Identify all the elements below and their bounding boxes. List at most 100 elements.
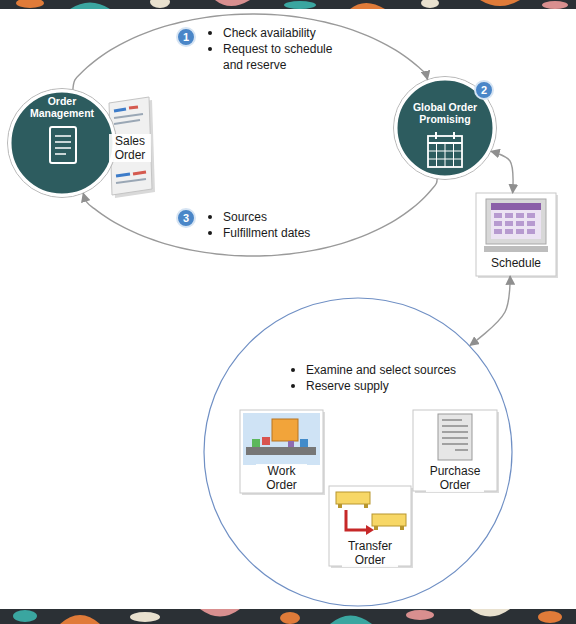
node-label: Schedule [484,256,548,270]
band-pattern [284,1,316,9]
node-label: Global Order Promising [405,101,485,125]
system-circle: Order Management [7,88,117,198]
band-pattern [60,615,100,624]
document-line [114,109,126,111]
icon-ring [453,132,455,139]
flow-connector [73,14,428,90]
document-line [114,120,140,124]
band-pattern [470,609,510,617]
picture-shadow [478,195,558,278]
picture-shadow [331,488,413,568]
node-label: Transfer Order [342,539,398,567]
picture-frame [329,486,411,566]
band-pattern [480,0,520,6]
pallet-leg [338,504,342,508]
band-pattern [13,610,37,622]
icon-line [445,143,446,167]
picture-shadow [415,412,499,493]
transfer-order-picture [329,486,413,568]
picture-shadow [242,412,325,495]
icon-line [55,153,66,155]
band-pattern [421,0,439,8]
pallet-leg [400,526,404,530]
icon-line [55,141,71,143]
picture-frame [476,193,556,276]
icon-line [453,143,454,167]
part-cube [262,437,270,445]
schedule-tile: Schedule [476,193,556,276]
icon-ring [435,132,437,139]
node-label: Examine and select sources [306,362,496,378]
document-icon [50,127,76,163]
outer-ring [8,89,117,198]
document-lines [442,420,468,450]
icon-outline [50,127,76,163]
band-pattern [200,609,240,617]
bullet-text: Request to schedule and reserve [223,41,341,73]
callout-number: 2 [474,80,494,100]
flow-connector [83,179,437,256]
document-sheet [109,97,152,195]
band-pattern [16,0,44,8]
document-tile: Sales Order [107,98,153,194]
factory-backdrop [243,413,320,465]
picture-frame [413,410,497,491]
order-tile: Purchase Order [413,410,497,491]
band-pattern [130,612,160,622]
top-band [0,0,576,9]
bullet-text: Sources [223,209,363,225]
node-label: Purchase Order [426,464,484,492]
circle-body [10,91,114,195]
part-cube [252,439,260,447]
sales-order-picture [109,97,155,198]
icon-line [55,135,71,137]
node-label: Work Order [256,464,307,492]
band-pattern [542,1,568,9]
band [0,609,576,624]
bullet-text: Fulfillment dates [223,225,363,241]
machine [272,419,298,441]
band-pattern [280,612,300,624]
icon-line [428,151,462,152]
part-cube [300,439,308,447]
calendar [491,203,541,239]
band-pattern [350,3,385,9]
circle-body [204,298,512,606]
node-label: Order Management [22,95,102,119]
calendar-cells [494,213,535,234]
document-line [116,174,130,176]
band-pattern [330,616,372,624]
work-order-picture [240,410,325,495]
pallet-leg [374,526,378,530]
bullet-text: Check availability [223,25,363,41]
callout-number: 3 [176,208,196,228]
conveyor [246,447,316,455]
flow-connector [491,151,513,193]
document-line [114,114,143,118]
icon-line [428,142,462,144]
pallet [336,492,370,504]
band-pattern [215,0,250,6]
icon-line [55,147,71,149]
outer-ring [394,77,497,180]
icon-line [428,159,462,160]
document-line [116,179,146,183]
part-cube [288,441,294,447]
schedule-picture [476,193,558,278]
band [0,0,576,9]
transfer-arrowhead [366,525,374,535]
callout-number: 1 [176,27,196,47]
band-pattern [150,0,170,8]
monitor [486,199,546,244]
document-sheet [438,414,472,460]
band-pattern [406,610,434,620]
document-line [133,172,146,174]
circle-body [396,79,494,177]
pallet [372,514,406,526]
flow-connector [470,276,510,345]
purchase-order-picture [413,410,499,493]
